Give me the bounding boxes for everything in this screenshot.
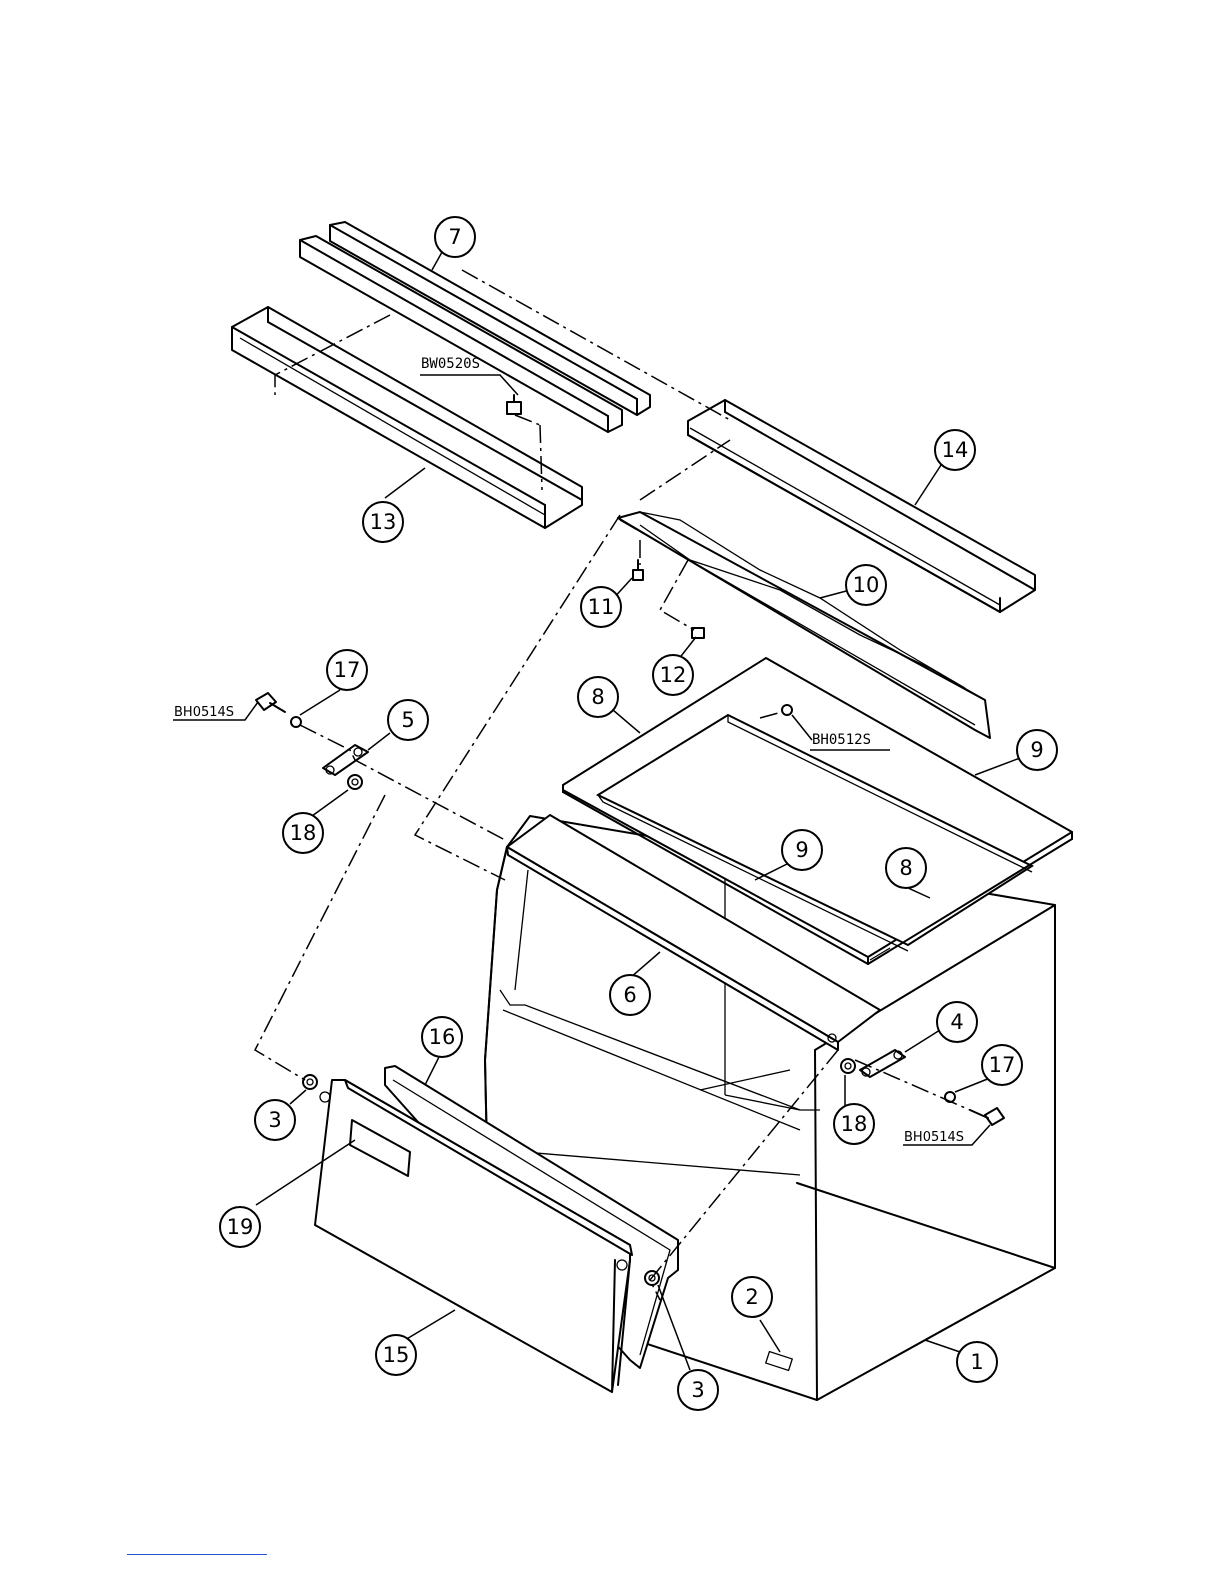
callout-15: 15 — [376, 1335, 416, 1375]
svg-text:16: 16 — [429, 1025, 456, 1049]
svg-text:3: 3 — [691, 1378, 704, 1402]
callout-16: 16 — [422, 1017, 462, 1057]
callout-17-right: 17 — [982, 1045, 1022, 1085]
callout-10: 10 — [846, 565, 886, 605]
svg-text:1: 1 — [970, 1350, 983, 1374]
svg-text:9: 9 — [1030, 738, 1043, 762]
svg-text:4: 4 — [950, 1010, 963, 1034]
svg-text:3: 3 — [268, 1108, 281, 1132]
svg-text:5: 5 — [401, 708, 414, 732]
svg-text:14: 14 — [942, 438, 969, 462]
svg-text:17: 17 — [989, 1053, 1016, 1077]
callout-3-left: 3 — [255, 1100, 295, 1140]
code-bh0514s-left: BH0514S — [174, 705, 234, 720]
svg-text:17: 17 — [334, 658, 361, 682]
svg-text:6: 6 — [623, 983, 636, 1007]
svg-text:19: 19 — [227, 1215, 254, 1239]
svg-text:9: 9 — [795, 838, 808, 862]
svg-text:18: 18 — [841, 1112, 868, 1136]
callout-11: 11 — [581, 587, 621, 627]
callout-3-bottom: 3 — [678, 1370, 718, 1410]
callout-1: 1 — [957, 1342, 997, 1382]
callout-5: 5 — [388, 700, 428, 740]
callout-2: 2 — [732, 1277, 772, 1317]
code-bw0520s: BW0520S — [421, 356, 480, 372]
callout-18-left: 18 — [283, 813, 323, 853]
svg-text:10: 10 — [853, 573, 880, 597]
svg-text:15: 15 — [383, 1343, 410, 1367]
callout-19: 19 — [220, 1207, 260, 1247]
callout-6: 6 — [610, 975, 650, 1015]
callout-9-center: 9 — [782, 830, 822, 870]
callout-8-top: 8 — [578, 677, 618, 717]
svg-text:11: 11 — [588, 595, 615, 619]
callout-12: 12 — [653, 655, 693, 695]
svg-text:8: 8 — [899, 856, 912, 880]
svg-text:18: 18 — [290, 821, 317, 845]
callout-4: 4 — [937, 1002, 977, 1042]
callout-9-right: 9 — [1017, 730, 1057, 770]
callout-17-left: 17 — [327, 650, 367, 690]
svg-text:2: 2 — [745, 1285, 758, 1309]
svg-text:13: 13 — [370, 510, 397, 534]
callout-8-right: 8 — [886, 848, 926, 888]
footer-link-underline — [127, 1554, 267, 1555]
code-bh0514s-right: BH0514S — [904, 1130, 964, 1145]
svg-text:7: 7 — [448, 225, 461, 249]
callout-13: 13 — [363, 502, 403, 542]
svg-text:12: 12 — [660, 663, 687, 687]
callout-7: 7 — [435, 217, 475, 257]
code-bh0512s: BH0512S — [812, 732, 871, 748]
svg-text:8: 8 — [591, 685, 604, 709]
hinge-5 — [323, 745, 368, 775]
callout-18-right: 18 — [834, 1104, 874, 1144]
callout-14: 14 — [935, 430, 975, 470]
